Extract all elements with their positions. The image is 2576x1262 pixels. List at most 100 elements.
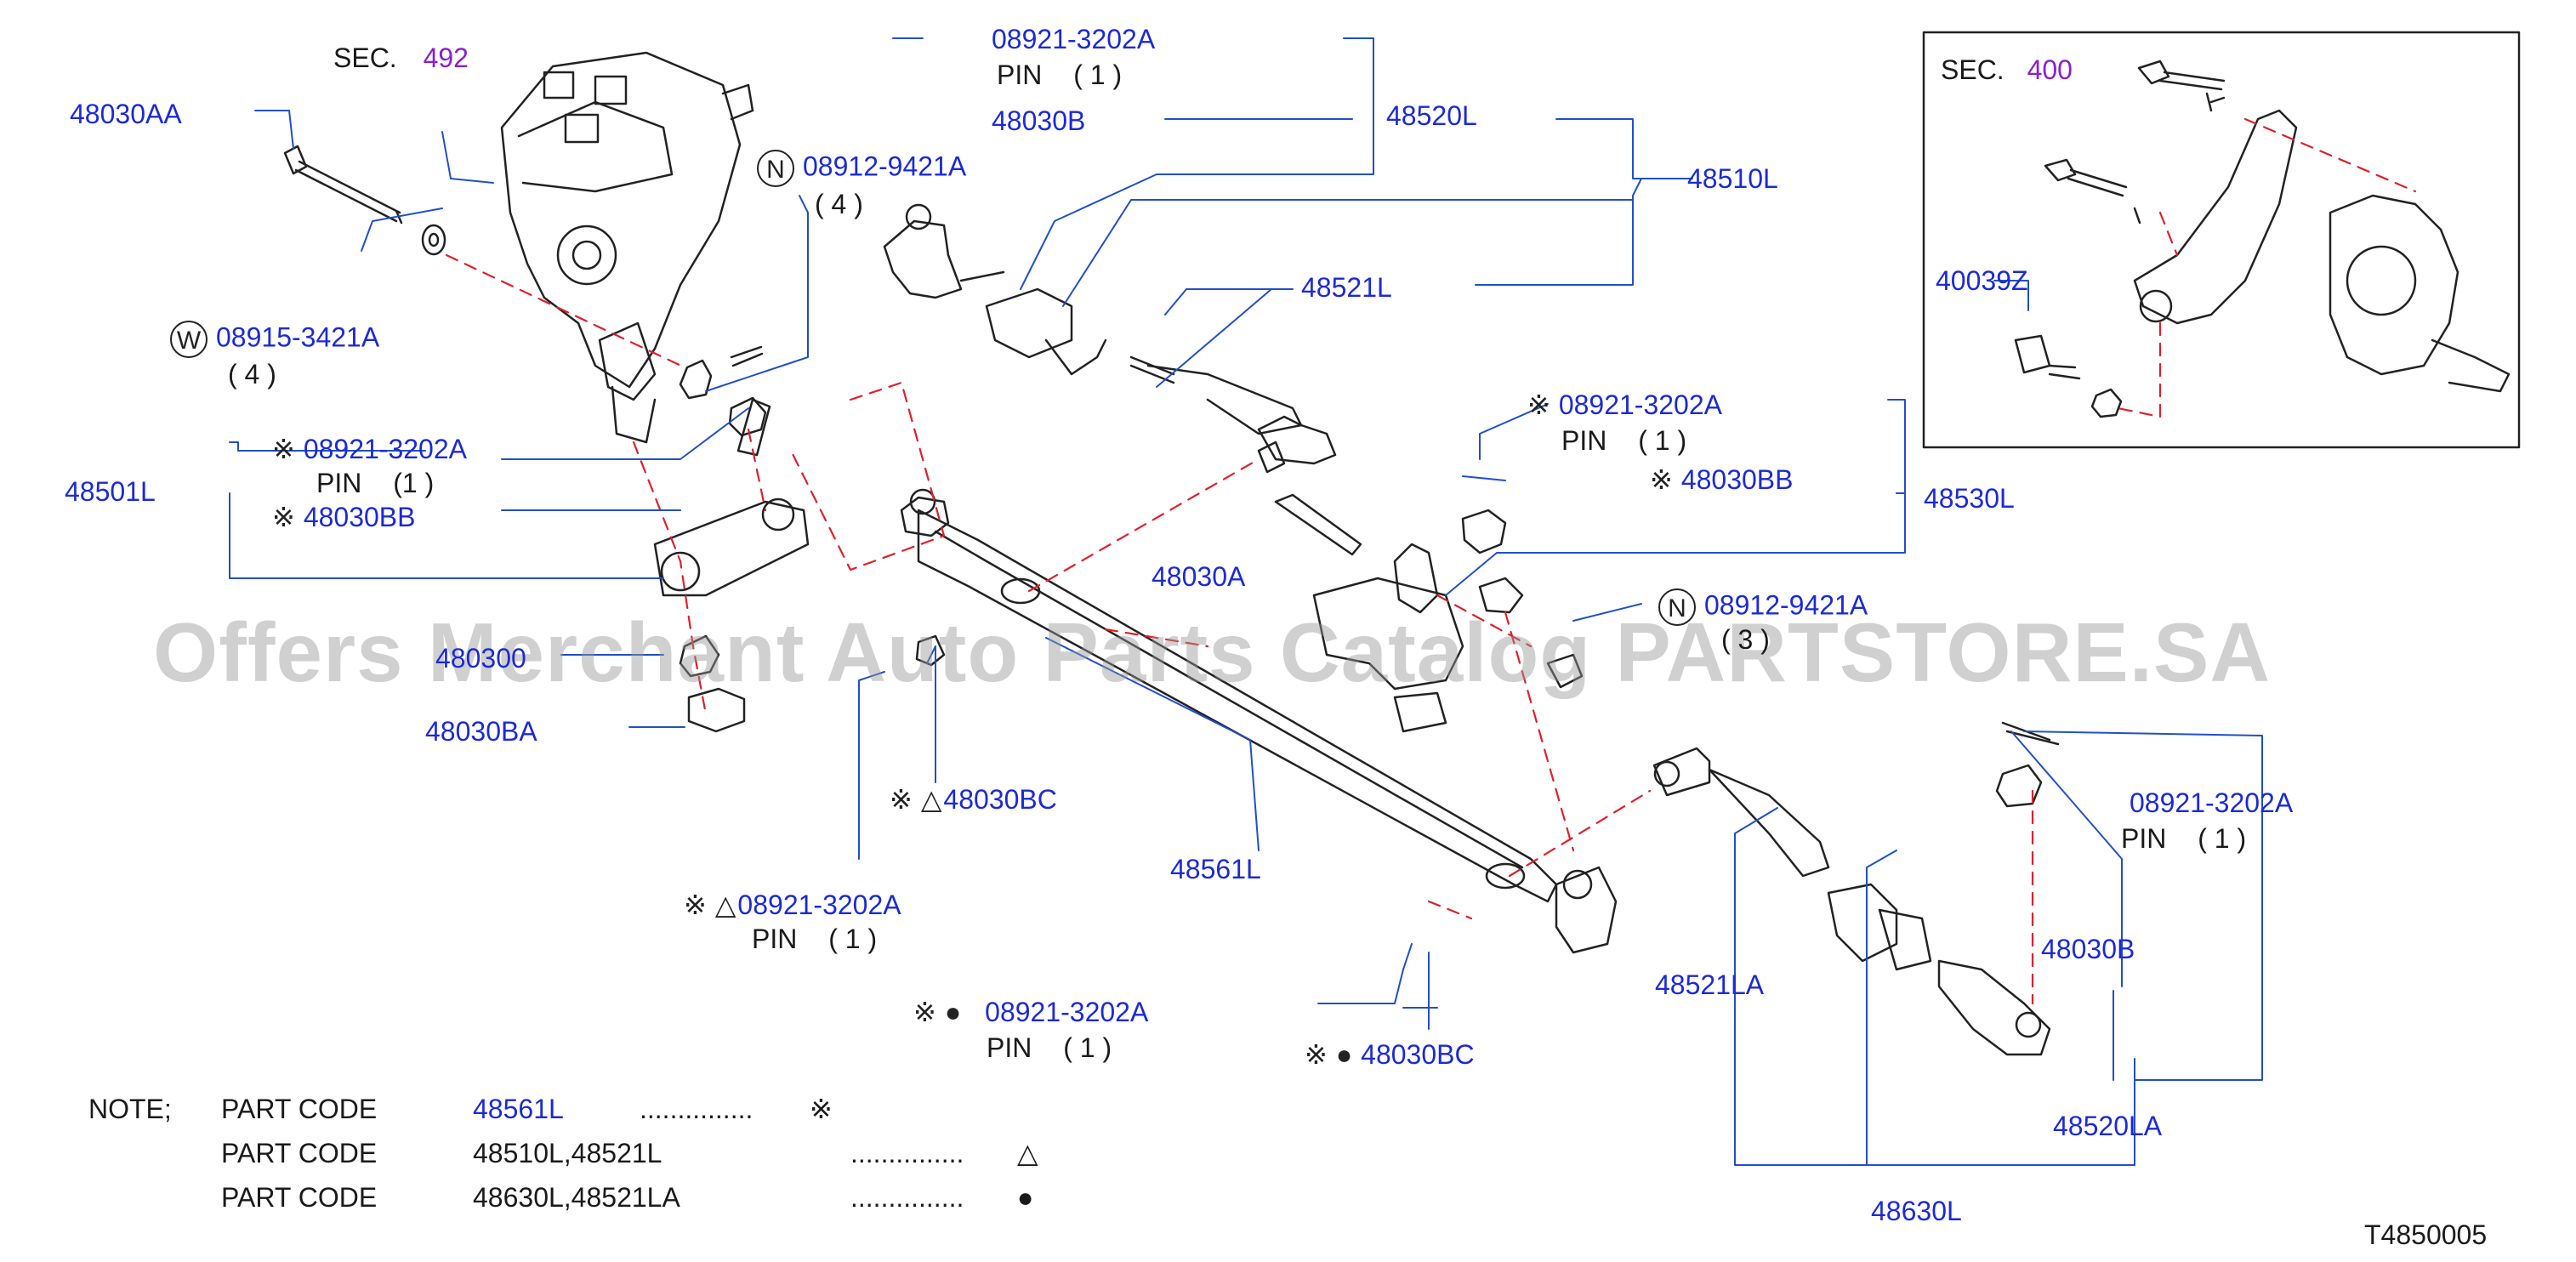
part-08921-3202A-top[interactable]: 08921-3202A: [992, 24, 1156, 54]
n-marker-icon: N: [757, 150, 794, 187]
part-08921-3202A-pin-row-1: ※08921-3202A: [272, 435, 467, 463]
pin-label: PIN: [316, 468, 362, 498]
ref-mark-icon: ※: [913, 997, 936, 1027]
part-40039Z[interactable]: 40039Z: [1936, 265, 2028, 296]
pin-label: PIN: [987, 1032, 1032, 1063]
part-48521L[interactable]: 48521L: [1301, 272, 1392, 303]
ref-mark-icon: ※: [1305, 1039, 1328, 1070]
part-08915-3421A[interactable]: 08915-3421A: [216, 321, 380, 353]
part-48501L[interactable]: 48501L: [65, 476, 156, 507]
sec-link-492[interactable]: 492: [423, 43, 469, 73]
center-link-illustration: [900, 488, 1618, 954]
alignment-dashed-lines: [445, 117, 2417, 1005]
pin-label: PIN: [752, 924, 798, 954]
part-48521LA[interactable]: 48521LA: [1655, 969, 1765, 1000]
sec-label: SEC.: [1941, 54, 2005, 85]
part-48030BC-row-2: ※● 48030BC: [1305, 1041, 1475, 1068]
triangle-mark-icon: △: [714, 890, 736, 920]
pin-label-mid: PIN ( 1 ): [1561, 427, 1686, 454]
part-48030AA[interactable]: 48030AA: [70, 99, 182, 129]
idler-arm-illustration: [653, 396, 810, 733]
part-08921-3202A[interactable]: 08921-3202A: [737, 890, 901, 920]
part-48030BC[interactable]: 48030BC: [943, 784, 1057, 815]
pin-label-low: PIN ( 1 ): [987, 1034, 1112, 1061]
tie-rod-right-illustration: [1652, 721, 2060, 1056]
pin-qty: ( 1 ): [1063, 1032, 1112, 1063]
pin-label-top: PIN ( 1 ): [997, 61, 1122, 88]
nut-and-pin-gear-illustration: [679, 345, 771, 457]
bolt-48030AA-illustration: [283, 145, 446, 256]
note-row-1-part-code: PART CODE: [221, 1094, 378, 1124]
part-08921-3202A[interactable]: 08921-3202A: [985, 997, 1149, 1027]
part-48030B-top[interactable]: 48030B: [992, 105, 1086, 136]
part-48530L[interactable]: 48530L: [1924, 483, 2015, 514]
pin-qty: ( 1 ): [2198, 823, 2247, 854]
inset-frame: [1922, 31, 2521, 449]
part-480300[interactable]: 480300: [435, 643, 526, 674]
part-08912-9421A[interactable]: 08912-9421A: [1704, 589, 1868, 621]
ref-mark-icon: ※: [1650, 464, 1673, 495]
part-48030BB[interactable]: 48030BB: [1680, 464, 1794, 495]
tie-rod-left-illustration: [883, 203, 1337, 474]
part-08921-3202A-left-row: ※△08921-3202A: [684, 891, 901, 918]
inset-steering-arm-illustration: [2014, 60, 2511, 418]
note-row-3-dots: ...............: [850, 1182, 964, 1213]
note-row-1-dots: ...............: [640, 1094, 753, 1124]
pin-qty: ( 1 ): [1638, 425, 1687, 456]
n-marker-icon: N: [1658, 588, 1696, 626]
watermark: Offers Merchant Auto Parts Catalog PARTS…: [153, 605, 2272, 699]
dot-mark-icon: ●: [1335, 1039, 1353, 1070]
pin-label-left: PIN ( 1 ): [752, 925, 877, 952]
sec-ref-inset[interactable]: SEC. 400: [1941, 56, 2073, 83]
note-row-3-part-code: PART CODE: [221, 1182, 378, 1213]
part-48030BB-row-1: ※ 48030BB: [272, 503, 415, 531]
note-label: NOTE;: [88, 1094, 172, 1124]
sec-link-400[interactable]: 400: [2027, 54, 2073, 85]
qty-label: ( 4 ): [228, 359, 276, 389]
pin-qty: (1 ): [393, 468, 435, 498]
pin-label-row-1: PIN (1 ): [316, 469, 434, 497]
part-48030B-right[interactable]: 48030B: [2041, 934, 2135, 964]
qty-label: ( 4 ): [815, 189, 863, 219]
qty-label: ( 3 ): [1721, 624, 1770, 655]
note-row-2-codes: 48510L,48521L: [473, 1138, 662, 1168]
part-08921-3202A-mid-row: ※ 08921-3202A: [1527, 391, 1722, 418]
part-08921-3202A-low-row: ※ ● 08921-3202A: [913, 998, 1148, 1026]
part-48030BC[interactable]: 48030BC: [1361, 1039, 1475, 1070]
part-48030BC-row-1: ※△48030BC: [890, 786, 1057, 813]
part-08921-3202A-right[interactable]: 08921-3202A: [2130, 787, 2294, 818]
part-48520L[interactable]: 48520L: [1386, 100, 1477, 131]
steering-gear-box-illustration: [500, 51, 754, 444]
part-48030BA[interactable]: 48030BA: [425, 716, 537, 747]
part-48630L[interactable]: 48630L: [1871, 1196, 1962, 1226]
part-48520LA[interactable]: 48520LA: [2053, 1111, 2163, 1141]
part-08921-3202A[interactable]: 08921-3202A: [1558, 389, 1722, 420]
note-row-3-symbol: ●: [1017, 1182, 1034, 1213]
pin-label: PIN: [997, 60, 1043, 90]
note-row-3-codes: 48630L,48521LA: [473, 1182, 680, 1213]
part-48510L[interactable]: 48510L: [1687, 163, 1778, 194]
sec-label: SEC.: [333, 43, 397, 73]
ref-mark-icon: ※: [272, 502, 295, 532]
sec-ref-main[interactable]: SEC. 492: [333, 44, 469, 71]
part-08912-9421A[interactable]: 08912-9421A: [803, 151, 967, 182]
pin-qty: ( 1 ): [828, 924, 878, 954]
part-48030BB[interactable]: 48030BB: [303, 502, 416, 532]
figure-id: T4850005: [2364, 1219, 2488, 1250]
ref-mark-icon: ※: [684, 890, 707, 920]
ref-mark-icon: ※: [890, 784, 913, 815]
w-marker-icon: W: [170, 321, 208, 358]
note-row-2-symbol: △: [1017, 1138, 1038, 1168]
dot-mark-icon: ●: [944, 997, 962, 1027]
part-48030A[interactable]: 48030A: [1152, 561, 1246, 592]
pin-label: PIN: [1561, 425, 1607, 456]
pin-qty: ( 1 ): [1073, 60, 1123, 90]
part-08921-3202A[interactable]: 08921-3202A: [303, 434, 467, 464]
ref-mark-icon: ※: [1527, 389, 1550, 420]
note-row-1-codes[interactable]: 48561L: [473, 1094, 564, 1124]
part-48561L[interactable]: 48561L: [1170, 854, 1261, 884]
